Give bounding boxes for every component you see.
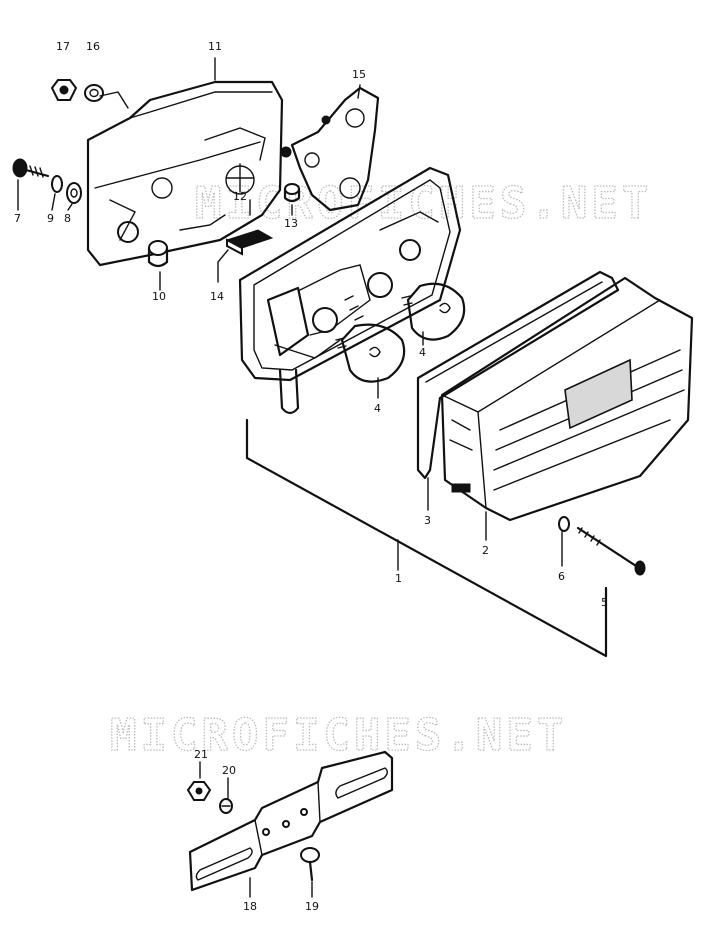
screw-7 — [12, 158, 50, 178]
lamp-base — [238, 166, 462, 415]
lock-washer-20 — [219, 798, 233, 814]
callout-16: 16 — [86, 40, 100, 53]
bolt-19 — [300, 847, 320, 882]
callout-10: 10 — [152, 290, 166, 303]
watermark-bottom: MICROFICHES.NET — [110, 710, 567, 761]
washer-8 — [66, 182, 82, 204]
callout-13: 13 — [284, 217, 298, 230]
washer-16 — [84, 84, 104, 102]
callout-4a: 4 — [419, 346, 426, 359]
callout-8: 8 — [64, 212, 71, 225]
callout-4b: 4 — [374, 402, 381, 415]
callout-1: 1 — [395, 572, 402, 585]
nut-21 — [186, 781, 212, 801]
callout-5: 5 — [601, 596, 608, 609]
leader-9 — [51, 193, 56, 211]
bracket-plate — [280, 86, 380, 212]
spacer-13 — [283, 183, 301, 203]
bulb-lower — [335, 323, 406, 383]
housing-case — [86, 80, 284, 267]
tail-lamp-lens — [440, 276, 694, 522]
callout-20: 20 — [222, 764, 236, 777]
callout-17: 17 — [56, 40, 70, 53]
callout-21: 21 — [194, 748, 208, 761]
callout-2: 2 — [482, 544, 489, 557]
callout-18: 18 — [243, 900, 257, 913]
callout-7: 7 — [14, 212, 21, 225]
grommet-10 — [147, 240, 169, 268]
callout-11: 11 — [208, 40, 222, 53]
nut-17 — [50, 79, 78, 101]
callout-6: 6 — [558, 570, 565, 583]
license-bracket-18 — [188, 750, 394, 892]
leader-16 — [99, 91, 129, 109]
leader-15 — [357, 84, 361, 99]
callout-9: 9 — [47, 212, 54, 225]
callout-19: 19 — [305, 900, 319, 913]
screw-5 — [576, 526, 646, 576]
callout-14: 14 — [210, 290, 224, 303]
watermark-top: MICROFICHES.NET — [195, 178, 652, 229]
callout-3: 3 — [424, 514, 431, 527]
pad-14 — [225, 229, 274, 256]
lock-washer-9 — [51, 175, 63, 193]
bulb-upper — [401, 282, 466, 341]
leader-14 — [217, 249, 229, 283]
callout-12: 12 — [233, 190, 247, 203]
leader-8 — [67, 203, 73, 211]
lens-gasket — [416, 270, 620, 480]
callout-15: 15 — [352, 68, 366, 81]
washer-6 — [558, 516, 570, 532]
assembly-bracket-line — [245, 418, 608, 658]
